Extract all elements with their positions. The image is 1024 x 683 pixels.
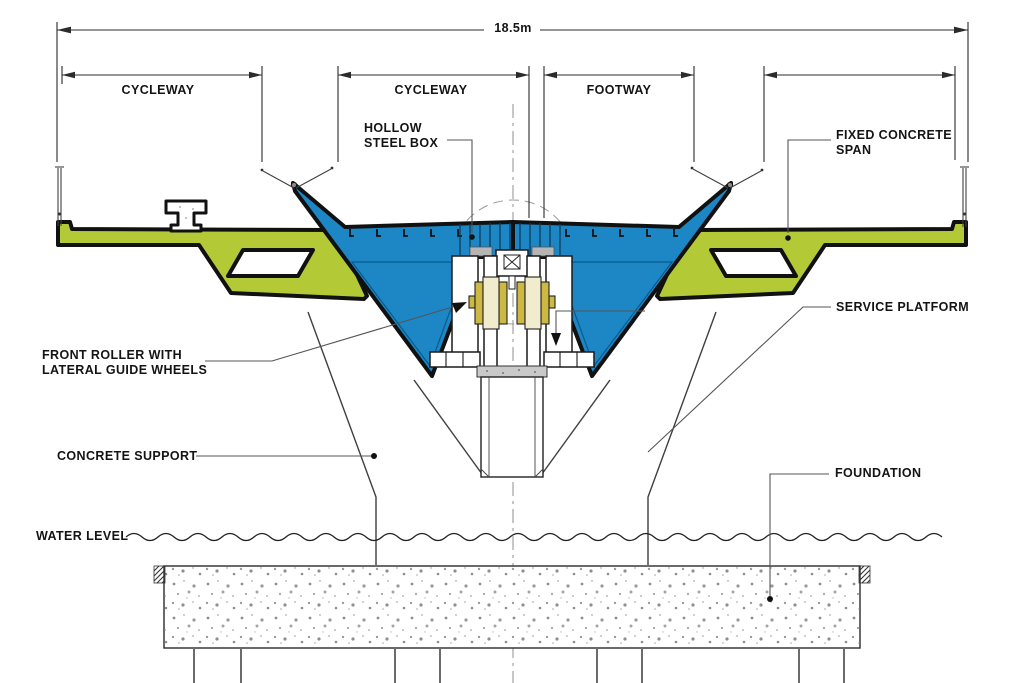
pedestal-column bbox=[476, 365, 548, 478]
foundation-corner-marker bbox=[858, 565, 871, 584]
dimension-lines bbox=[56, 22, 969, 218]
span-opening bbox=[226, 248, 315, 278]
label-line: SPAN bbox=[836, 143, 872, 157]
label-fixed-concrete-span: FIXED CONCRETE SPAN bbox=[836, 128, 952, 158]
leader-lines bbox=[196, 139, 831, 602]
segment-label-footway: FOOTWAY bbox=[586, 83, 652, 97]
deck-rib-ticks bbox=[349, 229, 678, 237]
roller-column bbox=[545, 255, 573, 365]
label-concrete-support: CONCRETE SUPPORT bbox=[57, 449, 198, 463]
span-opening bbox=[709, 248, 798, 278]
concrete-support bbox=[307, 311, 717, 565]
water-level-line bbox=[125, 532, 943, 542]
railings bbox=[55, 166, 969, 227]
label-line: HOLLOW bbox=[364, 121, 422, 135]
label-service-platform: SERVICE PLATFORM bbox=[836, 300, 970, 314]
piles bbox=[193, 648, 845, 683]
service-platform bbox=[429, 351, 595, 368]
lifting-machinery bbox=[429, 246, 595, 478]
foundation-block bbox=[153, 565, 871, 649]
label-foundation: FOUNDATION bbox=[835, 466, 922, 480]
total-width-dimension: 18.5m bbox=[494, 21, 532, 35]
deck-divider-block bbox=[164, 199, 208, 233]
label-front-roller: FRONT ROLLER WITH LATERAL GUIDE WHEELS bbox=[42, 348, 207, 378]
fixed-concrete-span-left bbox=[56, 220, 369, 301]
label-line: FIXED CONCRETE bbox=[836, 128, 953, 142]
segment-label-cycleway-center: CYCLEWAY bbox=[394, 83, 468, 97]
label-hollow-steel-box: HOLLOW STEEL BOX bbox=[364, 121, 438, 151]
foundation-corner-marker bbox=[153, 565, 166, 584]
segment-label-cycleway-left: CYCLEWAY bbox=[121, 83, 195, 97]
label-line: LATERAL GUIDE WHEELS bbox=[42, 363, 208, 377]
front-roller bbox=[468, 276, 556, 330]
fixed-concrete-span-right bbox=[655, 220, 968, 301]
label-water-level: WATER LEVEL bbox=[36, 529, 129, 543]
label-line: FRONT ROLLER WITH bbox=[42, 348, 183, 362]
label-line: STEEL BOX bbox=[364, 136, 439, 150]
